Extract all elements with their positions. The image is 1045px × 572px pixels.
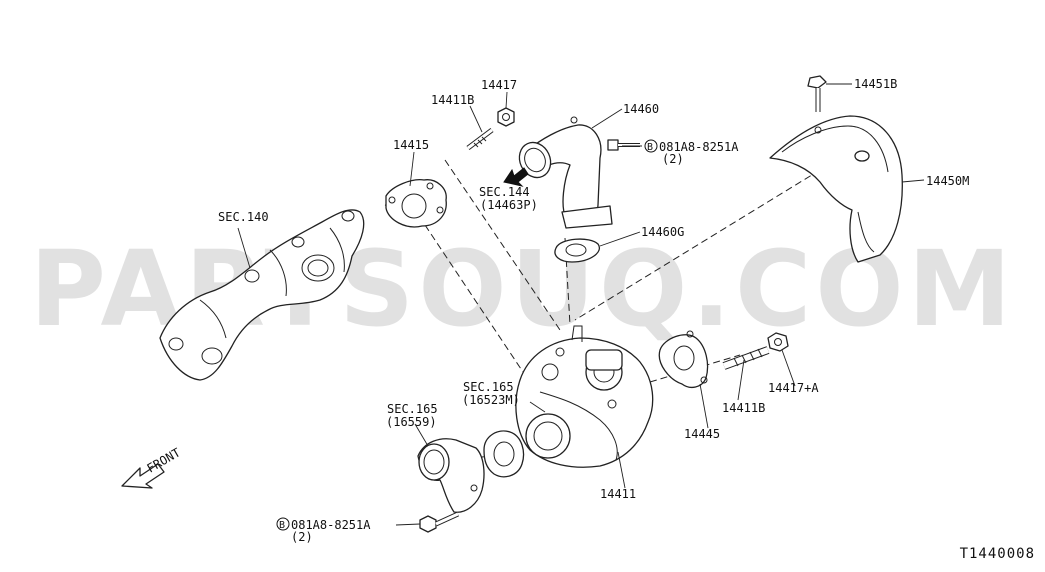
label-sec165-16523m-ref[interactable]: (16523M) [462,393,520,407]
bolt-14451b[interactable] [807,75,827,112]
gasket-14415[interactable] [385,179,447,228]
label-14450m[interactable]: 14450M [926,174,969,188]
turbocharger-14411[interactable] [515,325,654,468]
label-14417a[interactable]: 14417+A [768,381,819,395]
leader-lines [237,83,925,526]
label-sec144[interactable]: SEC.144 [479,185,530,199]
bolt-bottom-part-number: 081A8-8251A [291,518,371,532]
nut-14417[interactable] [497,107,515,127]
gasket-sec165-16523m[interactable] [483,430,525,478]
front-direction-arrow [121,463,165,489]
label-14460g[interactable]: 14460G [641,225,684,239]
part-labels: 14417 14411B 14460 14451B 14415 B 081A8-… [145,77,970,544]
label-sec144-ref[interactable]: (14463P) [480,198,538,212]
label-14411b-right[interactable]: 14411B [722,401,765,415]
bolt-top-quantity: (2) [662,152,684,166]
label-sec165-16523m[interactable]: SEC.165 [463,380,514,394]
bolt-top-part-number: 081A8-8251A [659,140,739,154]
label-14411b-top[interactable]: 14411B [431,93,474,107]
bolt-081a8-bottom[interactable] [419,511,460,533]
label-14415[interactable]: 14415 [393,138,429,152]
stud-14411b-top[interactable] [466,128,494,150]
label-14451b[interactable]: 14451B [854,77,897,91]
label-sec165-16559-ref[interactable]: (16559) [386,415,437,429]
nut-14417a[interactable] [767,332,789,352]
label-14417[interactable]: 14417 [481,78,517,92]
label-bolt-bottom[interactable]: B 081A8-8251A (2) [276,517,371,544]
bolt-081a8-top[interactable] [607,139,640,151]
exhaust-manifold-sec140[interactable] [159,209,365,381]
label-bolt-top[interactable]: B 081A8-8251A (2) [644,139,739,166]
sec144-direction-arrow [503,167,529,187]
bolt-bottom-quantity: (2) [291,530,313,544]
label-14460[interactable]: 14460 [623,102,659,116]
label-sec140[interactable]: SEC.140 [218,210,269,224]
bolt-top-circle-letter: B [647,142,653,153]
stud-14411b-right[interactable] [722,346,770,370]
label-14445[interactable]: 14445 [684,427,720,441]
gasket-14445[interactable] [658,330,709,389]
label-14411[interactable]: 14411 [600,487,636,501]
gasket-14460g[interactable] [554,238,600,263]
diagram-code: T1440008 [959,546,1035,562]
label-sec165-16559[interactable]: SEC.165 [387,402,438,416]
bolt-bottom-circle-letter: B [279,520,285,531]
elbow-sec165-16559[interactable] [417,438,485,513]
heat-shield-14450m[interactable] [769,115,903,263]
tube-14460[interactable] [514,116,613,229]
